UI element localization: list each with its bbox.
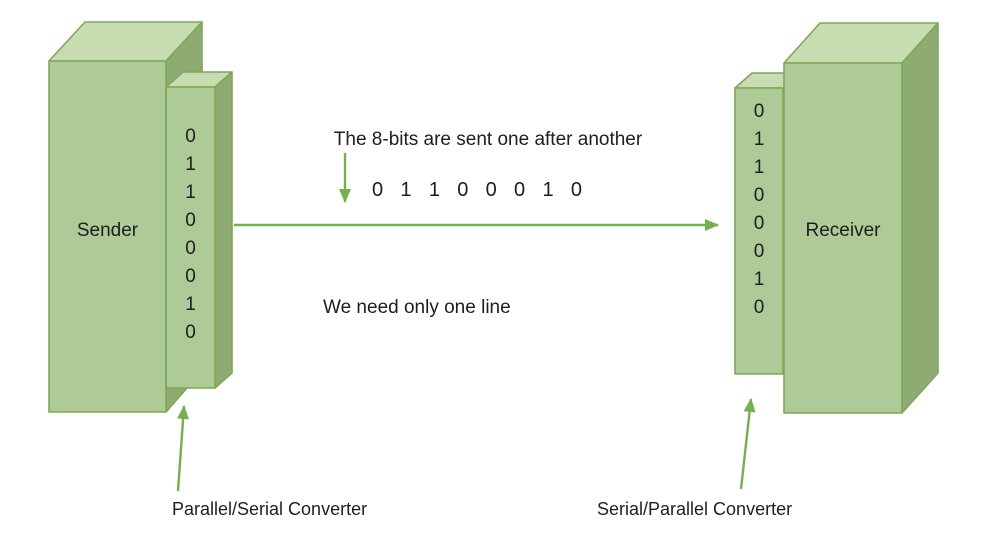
bit: 0 xyxy=(185,210,196,231)
serial-bits-row: 0 1 1 0 0 0 1 0 xyxy=(372,179,582,202)
bit: 1 xyxy=(428,179,440,201)
parallel-serial-converter-arrow xyxy=(176,405,190,492)
bit: 1 xyxy=(753,129,765,150)
bit: 0 xyxy=(485,179,497,201)
sender-box-front-face xyxy=(48,60,167,413)
bit: 0 xyxy=(753,213,765,234)
bit: 1 xyxy=(185,182,196,203)
receiver-converter-bits: 0 1 1 0 0 0 1 0 xyxy=(735,98,783,322)
sender-box-label: Sender xyxy=(76,220,139,241)
receiver-box-side-face xyxy=(901,22,939,414)
parallel-serial-converter-label: Parallel/Serial Converter xyxy=(172,499,368,519)
serial-parallel-converter-label: Serial/Parallel Converter xyxy=(597,499,793,519)
bit: 0 xyxy=(185,126,196,147)
bit: 0 xyxy=(753,185,765,206)
receiver-converter-front-face xyxy=(734,87,784,375)
bit: 1 xyxy=(185,154,196,175)
bit: 0 xyxy=(185,322,196,343)
serial-parallel-converter-arrow xyxy=(739,398,756,490)
bit: 0 xyxy=(514,179,526,201)
bit: 0 xyxy=(570,179,582,201)
sender-converter-bits: 0 1 1 0 0 0 1 0 xyxy=(166,123,215,347)
bit: 0 xyxy=(185,266,196,287)
sender-converter-side-face xyxy=(214,71,233,389)
sender-converter-front-face xyxy=(165,86,216,389)
bit: 0 xyxy=(185,238,196,259)
bit: 1 xyxy=(400,179,412,201)
bit: 0 xyxy=(753,101,765,122)
bit: 0 xyxy=(753,241,765,262)
bit: 1 xyxy=(185,294,196,315)
receiver-box xyxy=(783,22,939,414)
receiver-box-front-face xyxy=(783,62,903,414)
bottom-note: We need only one line xyxy=(323,297,511,318)
bit: 1 xyxy=(753,269,765,290)
bit: 0 xyxy=(372,179,384,201)
bit: 1 xyxy=(753,157,765,178)
bit: 0 xyxy=(753,297,765,318)
top-note: The 8-bits are sent one after another xyxy=(333,129,643,150)
receiver-box-label: Receiver xyxy=(805,220,881,241)
sender-converter-box xyxy=(165,71,233,389)
bit: 0 xyxy=(457,179,469,201)
bit: 1 xyxy=(542,179,554,201)
